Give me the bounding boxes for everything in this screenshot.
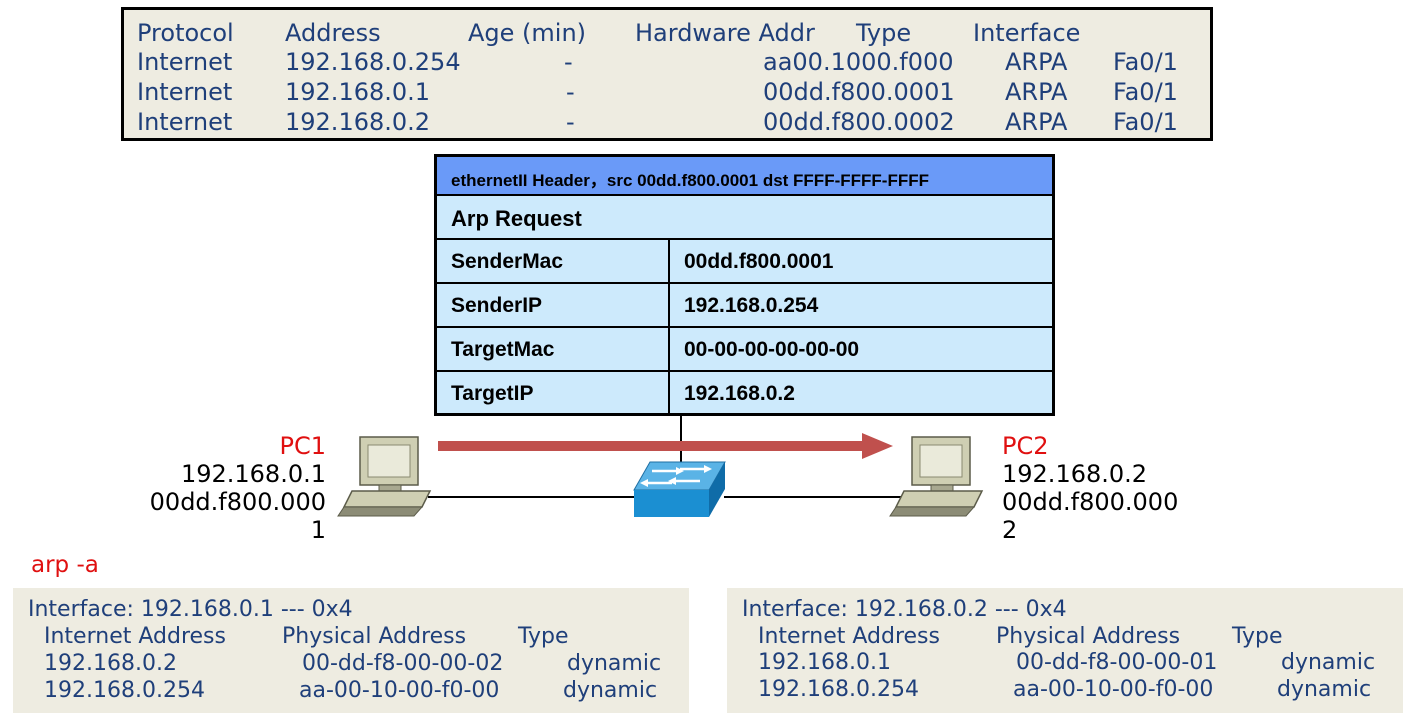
col-header-physical-address: Physical Address (996, 624, 1181, 649)
ethernet-header-row: ethernetII Header，src 00dd.f800.0001 dst… (437, 157, 1052, 194)
pc2-arp-interface: Interface: 192.168.0.2 --- 0x4 (742, 597, 1067, 622)
cell-type: dynamic (567, 651, 662, 676)
pc2-mac-line2: 2 (1002, 516, 1018, 544)
cell-protocol: Internet (137, 78, 233, 106)
cell-type: ARPA (1005, 78, 1068, 106)
cell-interface: Fa0/1 (1113, 78, 1178, 106)
pc2-mac-line1: 00dd.f800.000 (1002, 488, 1179, 516)
field-value: 192.168.0.254 (684, 294, 819, 317)
cell-internet-address: 192.168.0.254 (758, 677, 919, 702)
col-header-internet-address: Internet Address (758, 624, 940, 649)
pc2-computer-icon (889, 436, 984, 517)
cell-hardware-addr: aa00.1000.f000 (763, 48, 954, 76)
pc1-name: PC1 (279, 432, 327, 460)
cell-internet-address: 192.168.0.1 (758, 650, 891, 675)
field-value: 00-00-00-00-00-00 (684, 338, 860, 361)
col-header-protocol: Protocol (137, 19, 234, 47)
cell-physical-address: 00-dd-f8-00-00-01 (1016, 650, 1218, 675)
field-value: 00dd.f800.0001 (684, 250, 834, 273)
pc1-ip: 192.168.0.1 (180, 460, 326, 488)
field-value: 192.168.0.2 (684, 382, 795, 405)
cell-age: - (566, 78, 575, 106)
col-header-internet-address: Internet Address (44, 624, 226, 649)
field-name: SenderIP (451, 294, 543, 317)
cell-address: 192.168.0.254 (285, 48, 461, 76)
cell-physical-address: aa-00-10-00-f0-00 (299, 678, 500, 703)
field-name: SenderMac (451, 250, 564, 273)
pc2-name: PC2 (1002, 432, 1049, 460)
col-header-type: Type (518, 624, 569, 649)
cell-age: - (566, 108, 575, 136)
cell-protocol: Internet (137, 48, 233, 76)
cell-interface: Fa0/1 (1113, 48, 1178, 76)
cell-type: ARPA (1005, 108, 1068, 136)
pc1-arp-table: Interface: 192.168.0.1 --- 0x4 Internet … (13, 588, 689, 713)
pc2-ip: 192.168.0.2 (1002, 460, 1148, 488)
col-header-address: Address (285, 19, 381, 47)
cell-physical-address: 00-dd-f8-00-00-02 (302, 651, 504, 676)
cell-type: ARPA (1005, 48, 1068, 76)
field-name: TargetMac (451, 338, 555, 361)
col-header-physical-address: Physical Address (282, 624, 467, 649)
column-divider (668, 240, 670, 413)
cell-hardware-addr: 00dd.f800.0001 (763, 78, 955, 106)
arp-request-packet: ethernetII Header，src 00dd.f800.0001 dst… (434, 154, 1055, 416)
col-header-type: Type (1232, 624, 1283, 649)
col-header-age: Age (min) (468, 19, 587, 47)
pc1-computer-icon (337, 436, 432, 517)
cell-internet-address: 192.168.0.254 (44, 678, 205, 703)
arp-command-label: arp -a (31, 552, 99, 578)
ethernet-header-text: ethernetII Header，src 00dd.f800.0001 dst… (451, 171, 929, 190)
cell-hardware-addr: 00dd.f800.0002 (763, 108, 955, 136)
cell-protocol: Internet (137, 108, 233, 136)
field-row-targetmac: TargetMac 00-00-00-00-00-00 (437, 328, 1052, 370)
col-header-interface: Interface (973, 19, 1081, 47)
cell-type: dynamic (1277, 677, 1372, 702)
cell-physical-address: aa-00-10-00-f0-00 (1013, 677, 1214, 702)
packet-title-row: Arp Request (437, 196, 1052, 238)
pc2-arp-table: Interface: 192.168.0.2 --- 0x4 Internet … (727, 588, 1403, 713)
packet-title: Arp Request (451, 206, 582, 231)
col-header-type: Type (856, 19, 912, 47)
pc1-labels: PC1 192.168.0.1 00dd.f800.000 1 (120, 432, 326, 544)
cell-internet-address: 192.168.0.2 (44, 651, 177, 676)
arrow-right-icon (438, 433, 893, 459)
col-header-hardware-addr: Hardware Addr (635, 19, 815, 47)
cell-type: dynamic (563, 678, 658, 703)
field-row-senderip: SenderIP 192.168.0.254 (437, 284, 1052, 326)
cell-address: 192.168.0.1 (285, 78, 431, 106)
switch-icon (633, 461, 726, 517)
cell-interface: Fa0/1 (1113, 108, 1178, 136)
field-row-sendermac: SenderMac 00dd.f800.0001 (437, 240, 1052, 282)
cell-age: - (564, 48, 573, 76)
field-name: TargetIP (451, 382, 534, 405)
router-arp-table: Protocol Address Age (min) Hardware Addr… (121, 7, 1213, 141)
cell-type: dynamic (1281, 650, 1376, 675)
cell-address: 192.168.0.2 (285, 108, 431, 136)
pc1-arp-interface: Interface: 192.168.0.1 --- 0x4 (28, 597, 353, 622)
field-row-targetip: TargetIP 192.168.0.2 (437, 372, 1052, 413)
pc1-mac-line2: 1 (310, 516, 326, 544)
pc1-mac-line1: 00dd.f800.000 (149, 488, 326, 516)
pc2-labels: PC2 192.168.0.2 00dd.f800.000 2 (1002, 432, 1212, 544)
